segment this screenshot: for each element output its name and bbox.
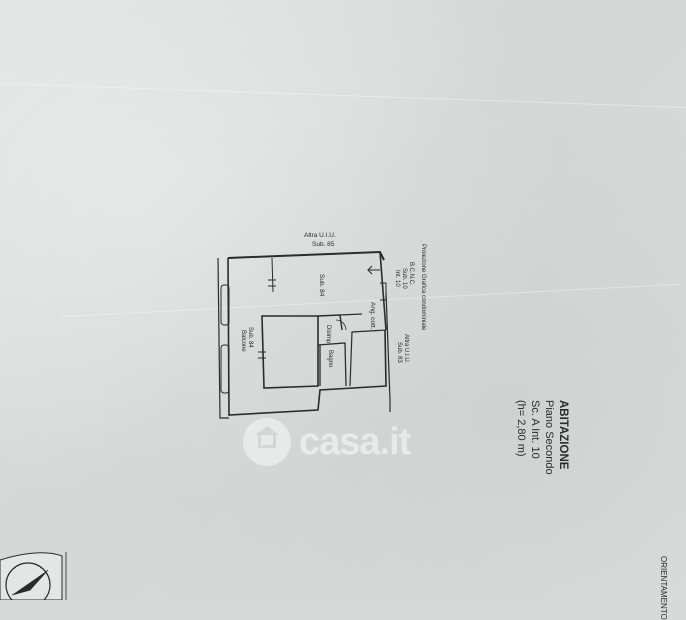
- compass-icon: [0, 552, 67, 600]
- watermark-text: casa.it: [299, 420, 411, 463]
- label-balcone: Balcone: [240, 330, 246, 352]
- label-sub-10: Sub. 10: [401, 268, 407, 289]
- title-scala-interno: Sc. A Int. 10: [529, 400, 541, 459]
- paper-background: [0, 0, 686, 600]
- floor-plan: Altra U.I.U. Sub. 85 Proiezione Grafica …: [0, 232, 426, 600]
- orientation-label: ORIENTAMENTO: [659, 556, 668, 620]
- title-abitazione: ABITAZIONE: [557, 400, 569, 470]
- label-sub-84-balcone: Sub. 84: [247, 327, 253, 348]
- label-ang-cott: Ang. cott.: [369, 302, 376, 330]
- title-piano: Piano Secondo: [543, 400, 555, 475]
- label-proiezione: Proiezione Grafica condominiale: [420, 244, 426, 331]
- label-bagno: Bagno: [327, 350, 333, 368]
- title-block: ABITAZIONE Piano Secondo Sc. A Int. 10 (…: [514, 400, 570, 600]
- label-sub-83: Sub. 83: [396, 342, 402, 363]
- label-int-10: Int. 10: [394, 270, 400, 287]
- casa-it-watermark: casa.it: [243, 418, 411, 466]
- label-sub-84-main: Sub. 84: [318, 274, 325, 297]
- house-logo-icon: [243, 418, 291, 466]
- label-disimp: Disimp.: [325, 325, 331, 345]
- label-sub-85: Sub. 85: [312, 241, 335, 248]
- label-altra-uiu-top: Altra U.I.U.: [304, 232, 336, 239]
- label-bcnc: B.C.N.C.: [408, 262, 414, 286]
- title-altezza: (h= 2,80 m): [515, 400, 527, 457]
- label-altra-uiu-right: Altra U.I.U.: [403, 334, 409, 364]
